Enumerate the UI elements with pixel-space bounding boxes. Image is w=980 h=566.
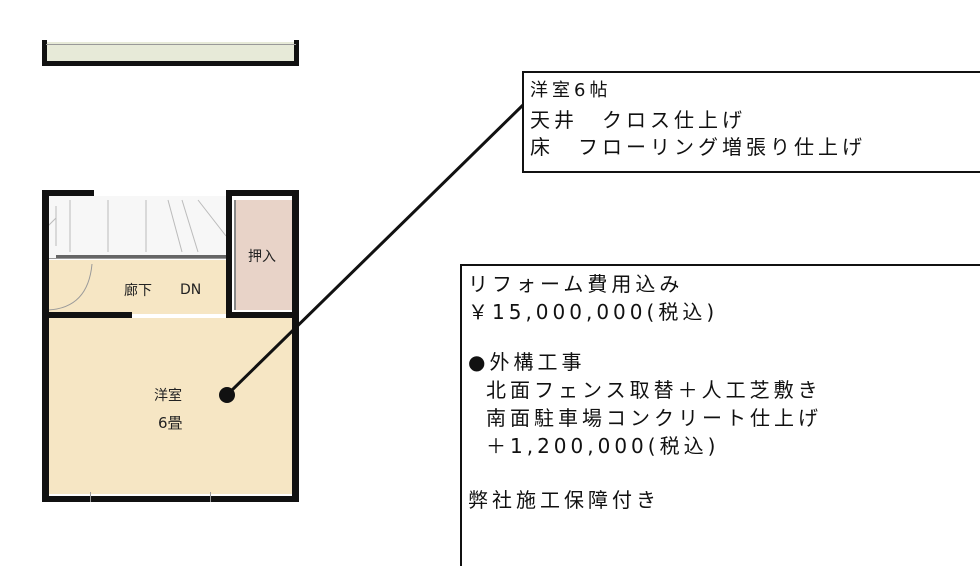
wall-closet bbox=[226, 196, 232, 312]
cost-note-box: リフォーム費用込み ￥15,000,000(税込) ●外構工事 北面フェンス取替… bbox=[460, 264, 980, 566]
leader-line bbox=[219, 102, 526, 403]
room-note-line2: 天井 クロス仕上げ bbox=[530, 108, 746, 132]
closet bbox=[234, 200, 292, 310]
room-note-line3: 床 フローリング増張り仕上げ bbox=[530, 135, 866, 159]
wall-left bbox=[42, 190, 49, 502]
wall-bottom bbox=[42, 496, 299, 502]
cost-note-warranty: 弊社施工保障付き bbox=[468, 488, 660, 512]
hallway-label: 廊下 bbox=[124, 283, 152, 299]
cost-note-price: ￥15,000,000(税込) bbox=[468, 300, 719, 324]
western-room-floor bbox=[48, 318, 292, 494]
staircase bbox=[48, 196, 232, 258]
stair-direction-label: DN bbox=[180, 282, 202, 298]
cost-note-exterior-price: ＋1,200,000(税込) bbox=[486, 434, 720, 458]
room-name-label: 洋室 bbox=[154, 388, 182, 404]
wall-mid-left bbox=[42, 312, 132, 318]
stair-handrail bbox=[56, 255, 226, 259]
cost-note-south-parking: 南面駐車場コンクリート仕上げ bbox=[486, 406, 822, 430]
wall-top-left bbox=[42, 190, 94, 196]
wall-mid-right bbox=[226, 312, 298, 318]
cost-note-exterior-heading: ●外構工事 bbox=[468, 350, 586, 374]
wall-top-right bbox=[226, 190, 298, 196]
room-note-box: 洋室6帖 天井 クロス仕上げ 床 フローリング増張り仕上げ bbox=[522, 71, 980, 173]
closet-label: 押入 bbox=[248, 249, 276, 265]
wall bbox=[42, 40, 47, 66]
leader-dot bbox=[219, 387, 235, 403]
room-size-label: 6畳 bbox=[158, 414, 183, 432]
cost-note-north-fence: 北面フェンス取替＋人工芝敷き bbox=[486, 378, 822, 402]
upper-floor-fill bbox=[46, 42, 298, 62]
stair-treads bbox=[48, 199, 227, 253]
wall-right bbox=[292, 190, 299, 502]
window-tick bbox=[90, 492, 91, 502]
wall-line bbox=[46, 44, 296, 45]
window-tick bbox=[210, 492, 211, 502]
wall bbox=[42, 61, 299, 66]
hallway-floor bbox=[48, 260, 232, 314]
room-note-line1: 洋室6帖 bbox=[530, 80, 612, 101]
cost-note-line1: リフォーム費用込み bbox=[468, 272, 684, 296]
door-swing-arc bbox=[48, 263, 93, 311]
wall-line bbox=[49, 258, 226, 259]
wall bbox=[294, 40, 299, 66]
